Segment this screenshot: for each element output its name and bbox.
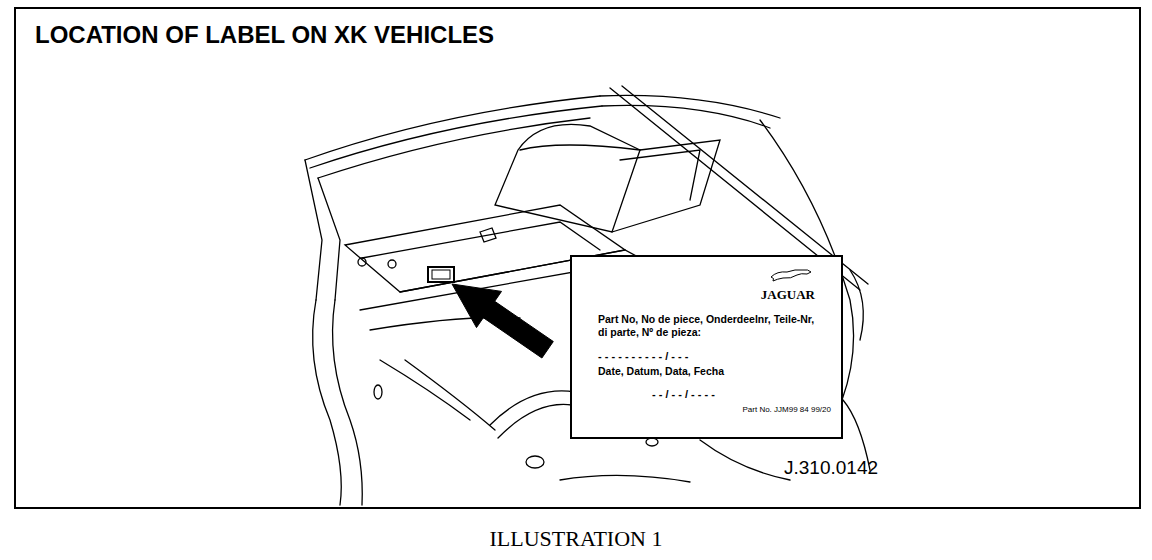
- roof-line: [310, 106, 602, 168]
- car-body-lines: [305, 86, 870, 505]
- label-location: [428, 267, 454, 282]
- drain-hole: [526, 456, 544, 468]
- floor-line: [380, 360, 470, 420]
- frame: [15, 8, 1140, 508]
- label-part-number: Part No. JJM99 84 99/20: [572, 405, 831, 415]
- left-wall: [313, 300, 342, 505]
- floor-line: [700, 440, 790, 480]
- seat-back: [495, 124, 640, 232]
- fixing-hole: [388, 260, 396, 268]
- pointer-arrow: [452, 284, 553, 358]
- parcel-shelf: [362, 222, 600, 258]
- roof-line: [600, 95, 780, 118]
- roof-line: [305, 96, 600, 160]
- bracket: [480, 228, 496, 242]
- date-field: Date, Datum, Data, Fecha: [598, 365, 815, 378]
- part-number-field: Part No, No de piece, Onderdeelnr, Teile…: [598, 313, 815, 339]
- entry-dashes: - - - - - - - - - - / - - -: [598, 350, 815, 364]
- entry-dashes: - - / - - / - - - -: [652, 388, 815, 402]
- figure-number: J.310.0142: [784, 457, 878, 479]
- fixing-hole: [358, 258, 366, 266]
- floor-line: [560, 475, 690, 482]
- drain-hole: [374, 385, 382, 399]
- side-panel: [850, 270, 863, 340]
- jaguar-leaper-logo: [769, 265, 813, 283]
- jaguar-leaper-logo: [771, 270, 811, 281]
- caption: ILLUSTRATION 1: [0, 526, 1152, 552]
- seat-back: [520, 145, 640, 150]
- label-card: JAGUAR Part No, No de piece, Onderdeelnr,…: [570, 255, 843, 439]
- label-location: [432, 270, 450, 279]
- floor-line: [405, 360, 495, 430]
- roof-line: [602, 105, 770, 128]
- title: LOCATION OF LABEL ON XK VEHICLES: [35, 21, 494, 49]
- seat-side: [620, 150, 700, 200]
- drain-hole: [646, 438, 658, 446]
- left-wall: [333, 300, 363, 505]
- left-pillar: [305, 160, 322, 300]
- seat-side: [612, 140, 720, 232]
- brand-name: JAGUAR: [572, 287, 815, 303]
